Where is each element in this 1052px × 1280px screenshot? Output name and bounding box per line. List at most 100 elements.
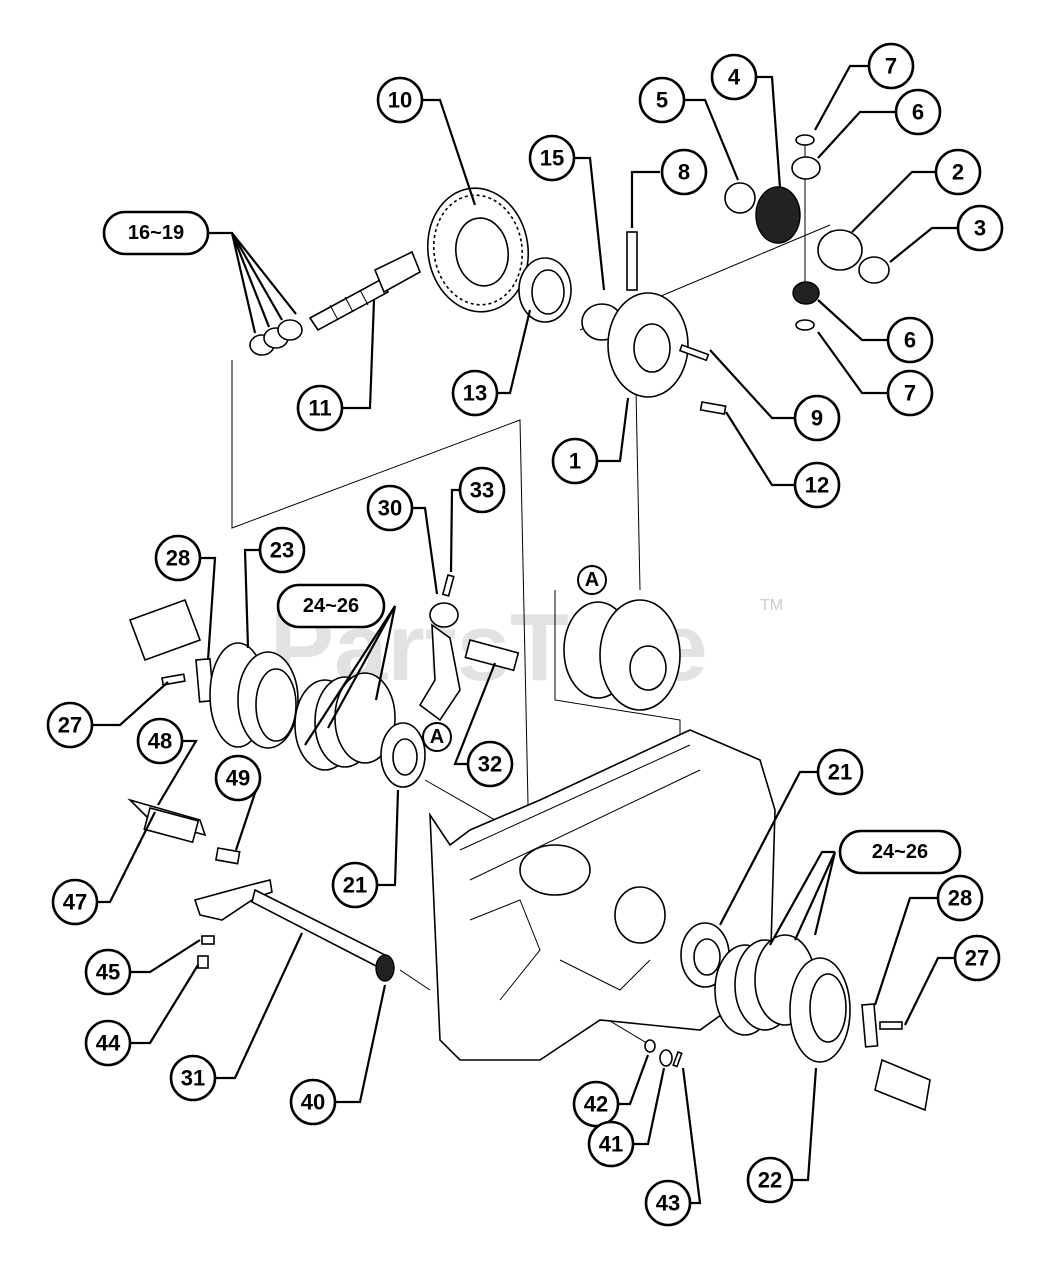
callout-42[interactable]: 42 <box>572 1080 620 1128</box>
callout-7-top[interactable]: 7 <box>867 42 915 90</box>
callout-30[interactable]: 30 <box>366 484 414 532</box>
svg-text:33: 33 <box>470 478 494 503</box>
washer-7-bottom-part <box>795 319 815 331</box>
callout-15[interactable]: 15 <box>528 134 576 182</box>
pinion-shaft-part <box>308 250 422 332</box>
pinion-gear-6-top-part <box>791 156 821 180</box>
callout-43[interactable]: 43 <box>644 1179 692 1227</box>
svg-text:48: 48 <box>148 729 172 754</box>
watermark-trademark: TM <box>760 597 783 614</box>
callout-24-26-left[interactable]: 24~26 <box>276 583 386 629</box>
callout-27-right[interactable]: 27 <box>953 934 1001 982</box>
callout-41[interactable]: 41 <box>587 1120 635 1168</box>
shim-washers-part <box>249 319 303 356</box>
svg-text:44: 44 <box>96 1031 121 1056</box>
callout-22[interactable]: 22 <box>746 1156 794 1204</box>
svg-text:7: 7 <box>885 54 897 79</box>
right-axle-part <box>874 1058 931 1112</box>
bracket-28-right-part <box>861 1003 879 1048</box>
callout-3[interactable]: 3 <box>956 204 1004 252</box>
svg-text:6: 6 <box>912 100 924 125</box>
ring-gear-part <box>426 187 530 313</box>
bolt-12-part <box>699 401 727 415</box>
svg-text:45: 45 <box>96 960 120 985</box>
svg-text:9: 9 <box>811 406 823 431</box>
reference-mark-a-top: A <box>577 565 607 595</box>
svg-text:21: 21 <box>828 760 852 785</box>
callout-11[interactable]: 11 <box>296 384 344 432</box>
callout-48[interactable]: 48 <box>136 717 184 765</box>
callout-8[interactable]: 8 <box>660 148 708 196</box>
svg-text:5: 5 <box>656 88 668 113</box>
svg-text:28: 28 <box>166 546 190 571</box>
callout-12[interactable]: 12 <box>793 461 841 509</box>
callout-1[interactable]: 1 <box>551 437 599 485</box>
callout-49[interactable]: 49 <box>214 754 262 802</box>
svg-text:10: 10 <box>388 88 412 113</box>
svg-text:28: 28 <box>948 886 972 911</box>
left-axle-part <box>128 598 202 662</box>
callout-10[interactable]: 10 <box>376 76 424 124</box>
svg-text:27: 27 <box>965 946 989 971</box>
callout-28-right[interactable]: 28 <box>936 874 984 922</box>
callout-45[interactable]: 45 <box>84 948 132 996</box>
washer-5-part <box>724 182 756 214</box>
callout-6-bottom[interactable]: 6 <box>886 316 934 364</box>
parts-drawing <box>127 134 931 1112</box>
svg-text:16~19: 16~19 <box>128 222 184 244</box>
svg-text:30: 30 <box>378 496 402 521</box>
gear-assembly-a-part <box>563 599 681 711</box>
side-gear-4-part <box>755 186 801 244</box>
pinion-gear-6-bottom-part <box>792 281 820 305</box>
svg-text:13: 13 <box>463 381 487 406</box>
svg-text:23: 23 <box>270 538 294 563</box>
callout-5[interactable]: 5 <box>638 76 686 124</box>
svg-text:7: 7 <box>904 381 916 406</box>
svg-text:12: 12 <box>805 473 829 498</box>
svg-text:43: 43 <box>656 1191 680 1216</box>
svg-text:2: 2 <box>952 160 964 185</box>
callout-7-bottom[interactable]: 7 <box>886 369 934 417</box>
washer-41-part <box>659 1049 673 1067</box>
svg-text:6: 6 <box>904 328 916 353</box>
callout-33[interactable]: 33 <box>458 466 506 514</box>
callout-16-19[interactable]: 16~19 <box>102 210 210 256</box>
svg-text:22: 22 <box>758 1168 782 1193</box>
pin-33-part <box>441 574 455 597</box>
shift-fork-part <box>418 602 461 722</box>
callout-6-top[interactable]: 6 <box>894 88 942 136</box>
callout-32[interactable]: 32 <box>466 740 514 788</box>
callout-47[interactable]: 47 <box>51 878 99 926</box>
callout-21-right[interactable]: 21 <box>816 748 864 796</box>
pin-43-part <box>672 1050 683 1068</box>
pin-8-part <box>626 231 638 291</box>
washer-7-top-part <box>795 134 815 146</box>
callout-balloons: 10 16~19 11 13 15 8 5 4 7 6 2 3 6 7 9 1 … <box>46 42 1004 1227</box>
callout-23[interactable]: 23 <box>258 526 306 574</box>
callout-24-26-right[interactable]: 24~26 <box>838 829 962 875</box>
callout-40[interactable]: 40 <box>289 1078 337 1126</box>
brake-plate-part <box>143 807 200 844</box>
callout-21-left[interactable]: 21 <box>331 861 379 909</box>
bolt-27-right-part <box>879 1021 903 1030</box>
callout-31[interactable]: 31 <box>169 1054 217 1102</box>
side-gear-2-part <box>817 229 863 271</box>
svg-text:42: 42 <box>584 1092 608 1117</box>
callout-9[interactable]: 9 <box>793 394 841 442</box>
svg-text:3: 3 <box>974 216 986 241</box>
svg-text:24~26: 24~26 <box>303 595 359 617</box>
svg-text:31: 31 <box>181 1066 205 1091</box>
svg-text:21: 21 <box>343 873 367 898</box>
callout-27-left[interactable]: 27 <box>46 701 94 749</box>
svg-text:49: 49 <box>226 766 250 791</box>
screw-45-part <box>201 935 215 945</box>
callout-44[interactable]: 44 <box>84 1019 132 1067</box>
callout-13[interactable]: 13 <box>451 369 499 417</box>
callout-28-left[interactable]: 28 <box>154 534 202 582</box>
svg-text:41: 41 <box>599 1132 623 1157</box>
screw-44-part <box>197 955 209 969</box>
spring-pin-part <box>678 343 710 362</box>
callout-4[interactable]: 4 <box>710 53 758 101</box>
callout-2[interactable]: 2 <box>934 148 982 196</box>
